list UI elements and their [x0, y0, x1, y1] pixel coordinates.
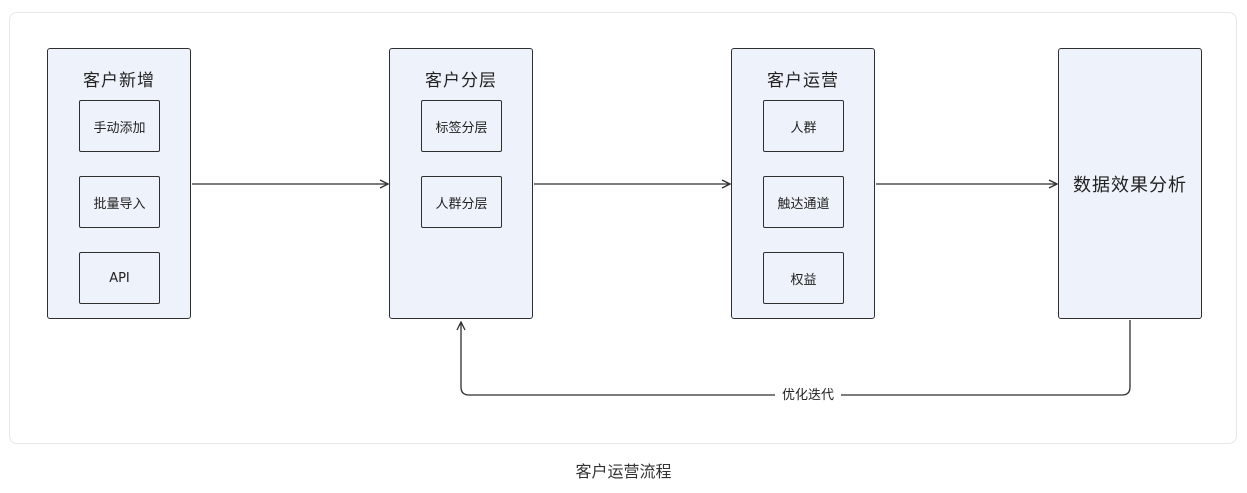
diagram-frame	[9, 12, 1237, 444]
stage-data-analysis: 数据效果分析	[1058, 48, 1202, 319]
stage-title: 客户分层	[425, 71, 497, 91]
step-tag-segmentation: 标签分层	[421, 100, 502, 152]
step-reach-channel: 触达通道	[763, 176, 844, 228]
step-benefits: 权益	[763, 252, 844, 304]
figure-caption: 客户运营流程	[575, 462, 672, 481]
step-bulk-import: 批量导入	[79, 176, 160, 228]
stage-title: 客户新增	[83, 71, 155, 91]
step-audience: 人群	[763, 100, 844, 152]
feedback-label: 优化迭代	[775, 386, 841, 406]
step-audience-segmentation: 人群分层	[421, 176, 502, 228]
stage-title: 客户运营	[767, 71, 839, 91]
stage-title: 数据效果分析	[1073, 174, 1187, 196]
step-api: API	[79, 252, 160, 304]
step-manual-add: 手动添加	[79, 100, 160, 152]
feedback-loop-arrow	[461, 320, 1131, 396]
